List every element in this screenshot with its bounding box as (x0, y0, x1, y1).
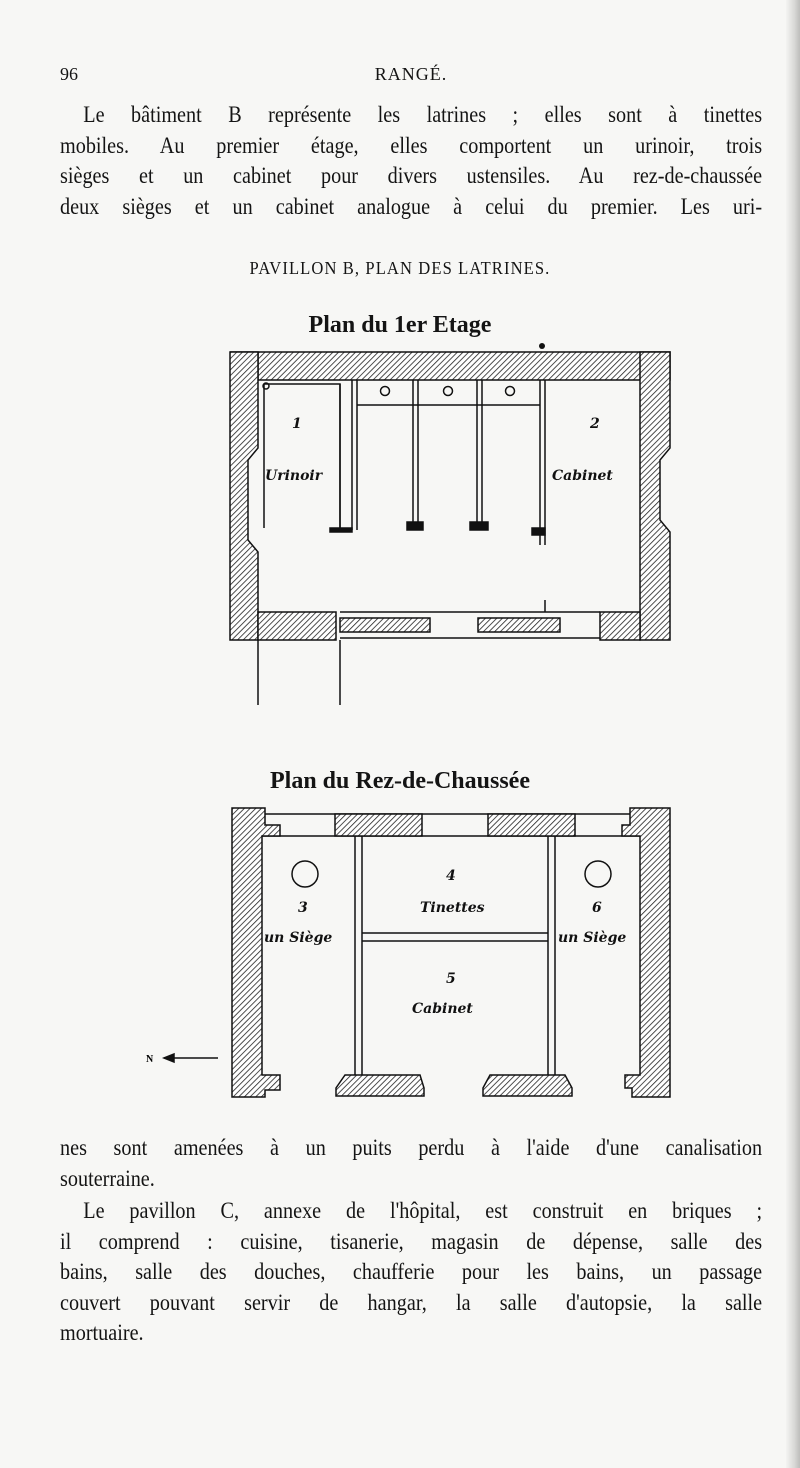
text-line: couvert pouvant servir de hangar, la sal… (60, 1289, 763, 1316)
room-6-number: 6 (592, 900, 602, 916)
room-1-number: 1 (292, 416, 302, 432)
room-1-name: Urinoir (265, 468, 324, 484)
pier-top-2 (487, 813, 576, 837)
ground-floor-plan (161, 807, 671, 1098)
first-floor-plan (229, 343, 671, 705)
text-line: il comprend : cuisine, tisanerie, magasi… (60, 1228, 763, 1255)
wall-right (621, 807, 671, 1098)
wall-bottom-left (257, 611, 337, 641)
wall-bottom-pier-1 (339, 617, 431, 633)
room-3-name: un Siège (264, 930, 332, 946)
text-line: Le pavillon C, annexe de l'hôpital, est … (83, 1198, 763, 1224)
page-edge-shadow (786, 0, 800, 1468)
text-line: mortuaire. (60, 1320, 144, 1346)
pier-bottom-1 (335, 1074, 425, 1097)
room-2-number: 2 (589, 416, 600, 432)
room-6-name: un Siège (558, 930, 626, 946)
text-line: souterraine. (60, 1165, 155, 1192)
room-5-number: 5 (446, 971, 456, 987)
figure-caption: PAVILLON B, PLAN DES LATRINES. (249, 258, 551, 278)
wall-right (639, 351, 671, 641)
room-4-number: 4 (446, 868, 456, 884)
running-header: 96 RANGÉ. (60, 64, 762, 90)
first-floor-title: Plan du 1er Etage (308, 312, 492, 338)
north-arrow-label: N (146, 1054, 154, 1065)
wall-left (231, 807, 281, 1098)
wall-left (229, 351, 259, 641)
seat-icon (379, 385, 391, 397)
wall-top (230, 351, 671, 381)
seat-icon (584, 860, 612, 888)
text-line: mobiles. Au premier étage, elles comport… (60, 132, 763, 159)
seat-icon (442, 385, 454, 397)
pier-top-1 (334, 813, 423, 837)
paragraph-canalisation: nes sont amenées à un puits perdu à l'ai… (60, 1133, 762, 1194)
text-line: bains, salle des douches, chaufferie pou… (60, 1259, 763, 1285)
wall-bottom-right (599, 611, 641, 641)
text-line: sièges et un cabinet pour divers ustensi… (60, 163, 763, 189)
paragraph-latrines: Le bâtiment B représente les latrines ; … (60, 100, 762, 222)
text-line: Le bâtiment B représente les latrines ; … (83, 102, 763, 128)
urinoir-partition (263, 383, 341, 528)
wall-bottom-pier-2 (477, 617, 561, 633)
running-title: RANGÉ. (374, 64, 448, 84)
page-number: 96 (60, 64, 78, 84)
room-4-name: Tinettes (420, 900, 485, 916)
seat-icon (504, 385, 516, 397)
room-5-name: Cabinet (412, 1001, 473, 1017)
room-3-number: 3 (298, 900, 308, 916)
seat-icon (291, 860, 319, 888)
paragraph-pavillon-c: Le pavillon C, annexe de l'hôpital, est … (60, 1196, 762, 1349)
room-2-name: Cabinet (552, 468, 613, 484)
pier-bottom-2 (482, 1074, 573, 1097)
text-line: nes sont amenées à un puits perdu à l'ai… (60, 1135, 763, 1161)
text-line: deux sièges et un cabinet analogue à cel… (60, 193, 763, 220)
ground-floor-title: Plan du Rez-de-Chaussée (269, 768, 530, 794)
